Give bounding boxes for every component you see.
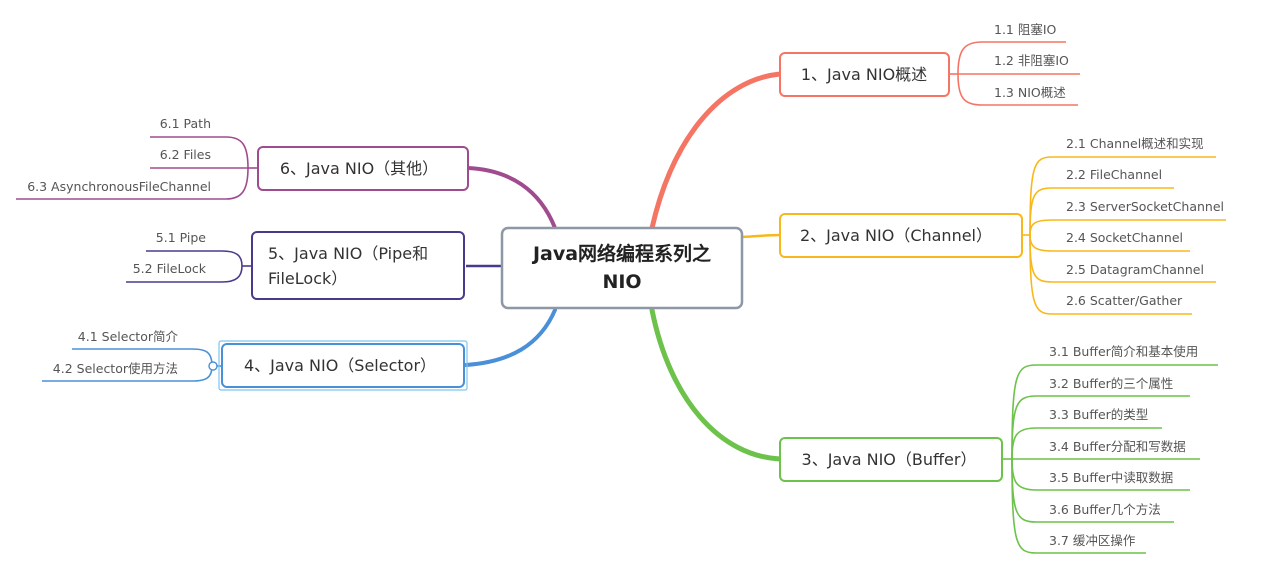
branch-label-5-line-2: FileLock） <box>268 269 347 288</box>
branch-node-4[interactable]: 4、Java NIO（Selector） <box>218 340 468 391</box>
leaf-6-2: 6.2 Files <box>160 147 211 162</box>
leaf-2-5: 2.5 DatagramChannel <box>1066 262 1204 277</box>
leaf-3-5: 3.5 Buffer中读取数据 <box>1049 470 1173 485</box>
leaf-2-6: 2.6 Scatter/Gather <box>1066 293 1183 308</box>
leaf-5-2: 5.2 FileLock <box>133 261 207 276</box>
branch-label-6: 6、Java NIO（其他） <box>280 159 438 178</box>
branch-node-5[interactable]: 5、Java NIO（Pipe和 FileLock） <box>251 231 465 300</box>
connector-branch-4 <box>464 308 557 367</box>
branch-3-leaves <box>1002 364 1218 554</box>
leaf-2-4: 2.4 SocketChannel <box>1066 230 1183 245</box>
branch-1-leaves <box>949 41 1080 106</box>
branch-4-collapse-toggle[interactable] <box>208 361 218 371</box>
leaf-3-6: 3.6 Buffer几个方法 <box>1049 502 1161 517</box>
branch-node-1[interactable]: 1、Java NIO概述 <box>779 52 950 97</box>
leaf-6-3: 6.3 AsynchronousFileChannel <box>27 179 211 194</box>
connector-branch-1 <box>649 71 783 231</box>
branch-node-6[interactable]: 6、Java NIO（其他） <box>257 146 469 191</box>
branch-5-leaves <box>126 250 252 283</box>
connector-branch-3 <box>649 307 783 462</box>
connector-branch-2 <box>741 233 781 239</box>
leaf-3-7: 3.7 缓冲区操作 <box>1049 533 1136 548</box>
branch-label-5-line-1: 5、Java NIO（Pipe和 <box>268 244 428 263</box>
connector-branch-6 <box>466 166 557 230</box>
branch-label-2: 2、Java NIO（Channel） <box>800 226 992 245</box>
leaf-3-1: 3.1 Buffer简介和基本使用 <box>1049 344 1198 359</box>
central-title-line-1: Java网络编程系列之 <box>531 242 711 265</box>
leaf-3-4: 3.4 Buffer分配和写数据 <box>1049 439 1186 454</box>
central-node[interactable]: Java网络编程系列之 NIO <box>500 226 744 310</box>
leaf-5-1: 5.1 Pipe <box>156 230 207 245</box>
leaf-1-1: 1.1 阻塞IO <box>994 22 1057 37</box>
leaf-2-2: 2.2 FileChannel <box>1066 167 1162 182</box>
leaf-4-2: 4.2 Selector使用方法 <box>53 361 178 376</box>
leaf-4-1: 4.1 Selector简介 <box>78 329 179 344</box>
branch-2-leaves <box>1022 156 1226 315</box>
branch-6-leaves <box>16 136 258 200</box>
leaf-1-2: 1.2 非阻塞IO <box>994 53 1069 68</box>
leaf-6-1: 6.1 Path <box>160 116 211 131</box>
leaf-2-1: 2.1 Channel概述和实现 <box>1066 136 1204 151</box>
branch-node-3[interactable]: 3、Java NIO（Buffer） <box>779 437 1003 482</box>
leaf-3-2: 3.2 Buffer的三个属性 <box>1049 376 1173 391</box>
central-title-line-2: NIO <box>602 271 641 293</box>
leaf-3-3: 3.3 Buffer的类型 <box>1049 407 1148 422</box>
branch-node-2[interactable]: 2、Java NIO（Channel） <box>779 213 1023 258</box>
branch-label-4: 4、Java NIO（Selector） <box>244 356 436 375</box>
leaf-1-3: 1.3 NIO概述 <box>994 85 1066 100</box>
branch-label-1: 1、Java NIO概述 <box>801 65 927 84</box>
leaf-2-3: 2.3 ServerSocketChannel <box>1066 199 1224 214</box>
branch-label-3: 3、Java NIO（Buffer） <box>802 450 977 469</box>
